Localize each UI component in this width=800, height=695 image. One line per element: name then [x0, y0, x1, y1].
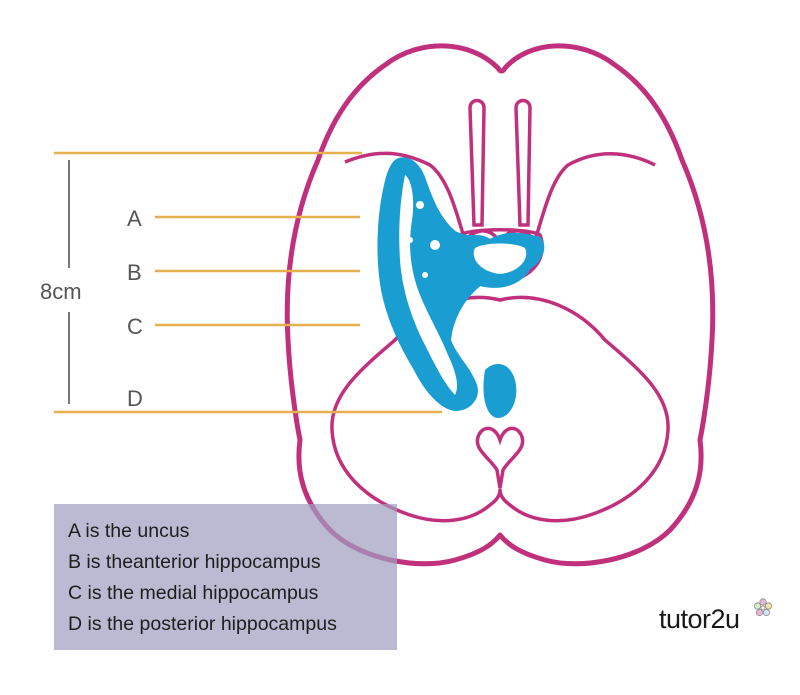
- legend-box: A is the uncus B is theanterior hippocam…: [54, 504, 397, 650]
- cerebellum-outline: [330, 295, 670, 523]
- legend-letter: D: [68, 613, 83, 635]
- hippocampus-spot-2: [430, 240, 440, 250]
- hippocampus-spot-4: [422, 272, 428, 278]
- label-a: A: [127, 206, 142, 231]
- hippocampus-detail: [399, 175, 458, 395]
- legend-text: is the uncus: [79, 520, 190, 542]
- label-d: D: [127, 386, 143, 411]
- olfactory-tract-left: [468, 98, 486, 227]
- posterior-blue-structure: [483, 364, 517, 418]
- legend-item-b: B is theanterior hippocampus: [68, 547, 397, 578]
- legend-letter: C: [68, 582, 83, 604]
- olfactory-tract-right: [514, 98, 532, 227]
- legend-item-c: C is the medial hippocampus: [68, 578, 397, 609]
- legend-letter: B: [68, 551, 82, 573]
- hippocampus-spot-1: [416, 201, 424, 209]
- label-c: C: [127, 314, 143, 339]
- legend-item-a: A is the uncus: [68, 516, 397, 547]
- legend-text: is the posterior hippocampus: [82, 613, 337, 635]
- hippocampus: [377, 157, 545, 412]
- scale-label: 8cm: [40, 279, 82, 304]
- hippocampus-spot-3: [407, 237, 413, 243]
- midbrain-detail: [473, 243, 527, 274]
- legend-text: is the medial hippocampus: [82, 582, 319, 604]
- flower-logo-icon: [753, 598, 773, 617]
- brainstem-notch: [475, 426, 525, 489]
- label-b: B: [127, 260, 142, 285]
- brand-logo: tutor2u: [659, 604, 740, 634]
- legend-text: is theanterior hippocampus: [81, 551, 321, 573]
- legend-letter: A: [68, 520, 80, 542]
- brain-outline: [284, 43, 716, 567]
- legend-item-d: D is the posterior hippocampus: [68, 609, 397, 640]
